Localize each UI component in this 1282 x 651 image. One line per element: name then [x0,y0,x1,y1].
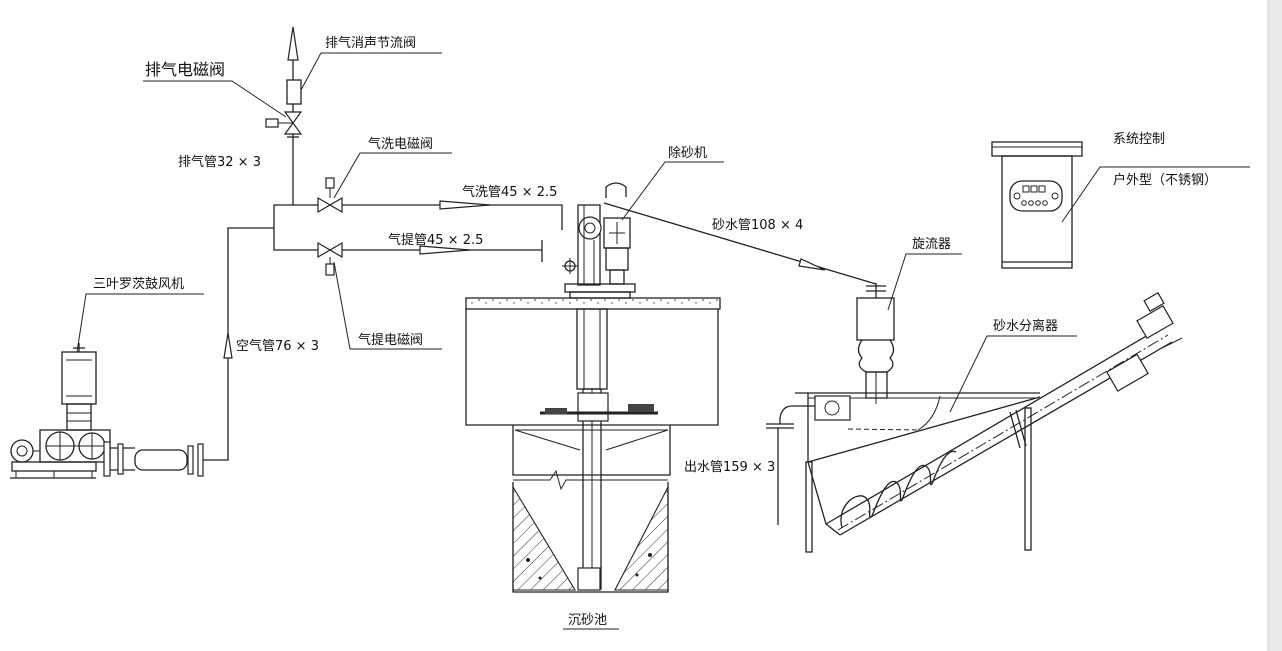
cabinet-control-panel [1009,180,1063,212]
air-wash-solenoid-valve-symbol [317,177,343,214]
air-lift-branch: 气提电磁阀 气提管45 × 2.5 [317,232,543,350]
cyclone-body [856,297,895,341]
air-manifold [273,204,318,251]
separator-leg-left [805,461,813,553]
blower-base [11,461,97,472]
grit-chamber-label: 沉砂池 [568,613,607,628]
hopper-concrete-left [512,485,576,591]
outlet-pipe [779,405,815,424]
air-wash-branch: 气洗电磁阀 气洗管45 × 2.5 [317,136,563,230]
screw-gearbox [1105,353,1149,392]
concrete-slab [465,297,721,310]
sand-water-separator-label: 砂水分离器 [993,318,1058,334]
control-system-label: 系统控制 [1113,132,1165,147]
exhaust-flow-arrow [287,26,299,61]
central-shaft-upper [576,308,608,390]
air-lift-flow-arrow [419,245,471,255]
air-wash-flow-arrow [439,200,491,210]
screw-spiral [840,450,957,529]
screw-trough-upper [825,327,1161,525]
hopper-concrete-right [614,486,669,591]
control-type-label: 户外型（不锈钢） [1113,172,1217,188]
grit-chamber: 沉砂池 [465,297,721,630]
blower-inlet-filter [10,439,34,463]
sand-water-pipe-label: 砂水管108 × 4 [712,218,803,233]
control-cabinet: 系统控制 户外型（不锈钢） [991,132,1250,269]
air-wash-pipe [342,204,563,230]
exhaust-solenoid-valve-label: 排气电磁阀 [145,60,225,79]
roots-blower: 三叶罗茨鼓风机 [10,277,204,479]
cyclone-cone [857,339,895,373]
sand-water-flow-arrow [798,258,826,271]
cyclone: 旋流器 [856,237,962,404]
exhaust-branch: 排气消声节流阀 排气电磁阀 排气管32 × 3 [143,26,442,205]
impeller-hub [577,392,609,422]
riser-elbow [578,216,602,240]
air-pipe-flow-arrow [223,332,233,359]
exhaust-silencer-valve-label: 排气消声节流阀 [325,35,416,51]
exhaust-silencer [286,79,302,105]
shaft-bottom-block [577,567,601,591]
air-lift-solenoid-valve-symbol [317,241,343,276]
sand-water-pipe-group: 砂水管108 × 4 [603,202,877,285]
page-edge-strip [1268,0,1282,651]
grit-remover: 除砂机 [562,146,724,299]
air-supply-pipe: 空气管76 × 3 [203,227,319,461]
air-lift-riser [577,204,601,286]
drain-valve-wheel [562,258,578,274]
sand-water-separator: 出水管159 × 3 砂水分离器 [684,291,1183,553]
air-lift-solenoid-valve-label: 气提电磁阀 [358,332,423,348]
cyclone-label: 旋流器 [912,237,951,252]
outlet-pipe-label: 出水管159 × 3 [684,460,775,475]
air-wash-solenoid-valve-label: 气洗电磁阀 [368,136,433,152]
screw-drive-motor [1136,305,1174,339]
separator-baffle [917,395,941,431]
lifting-hook [605,182,627,198]
cabinet-body [1001,155,1073,269]
exhaust-pipe-label: 排气管32 × 3 [178,154,261,170]
blower-outlet-flange [103,441,111,477]
gearbox [605,247,629,271]
blower-outlet-silencer [134,449,188,471]
air-wash-pipe-label: 气洗管45 × 2.5 [462,184,557,200]
air-pipe-label: 空气管76 × 3 [236,338,319,354]
break-line [513,469,668,491]
grit-remover-label: 除砂机 [668,146,707,161]
screw-centerline [837,334,1169,531]
separator-inlet-box [814,395,851,421]
separator-leg-right [1024,407,1032,551]
roots-blower-label: 三叶罗茨鼓风机 [93,277,184,292]
sand-water-pipe [603,202,877,285]
blower-coupling [66,403,92,431]
air-lift-pipe-label: 气提管45 × 2.5 [388,232,483,248]
cabinet-roof [991,141,1083,157]
